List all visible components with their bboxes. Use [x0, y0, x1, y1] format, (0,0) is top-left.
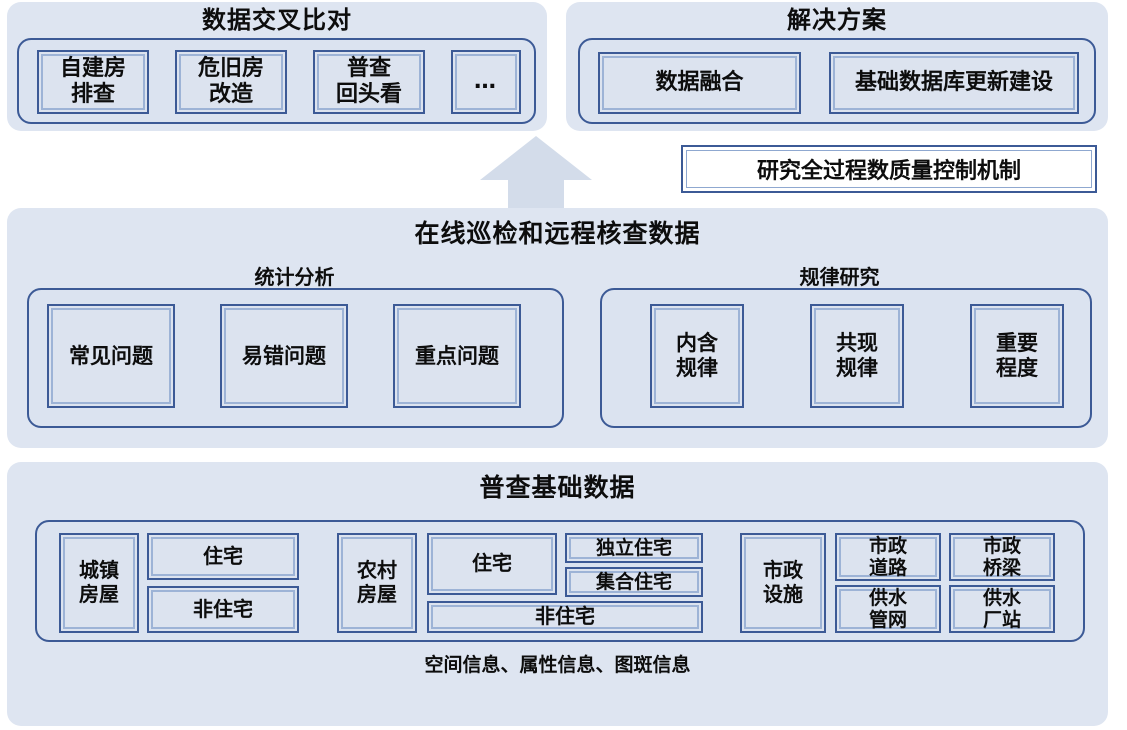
inspection-subtitle-pattern: 规律研究	[799, 265, 880, 289]
cross-compare-item-1-label: 自建房 排查	[41, 54, 145, 110]
rural-detached-house-box[interactable]: 独立住宅	[565, 533, 703, 563]
municipal-facility-label: 市政 设施	[744, 537, 822, 629]
rural-non-residential-label: 非住宅	[431, 604, 699, 629]
municipal-road-box[interactable]: 市政 道路	[835, 533, 941, 581]
cross-compare-item-2-label: 危旧房 改造	[179, 54, 283, 110]
rural-collective-house-label: 集合住宅	[569, 571, 699, 593]
rural-collective-house-box[interactable]: 集合住宅	[565, 567, 703, 597]
cross-compare-item-4[interactable]: …	[451, 50, 521, 114]
panel-solution: 解决方案 数据融合 基础数据库更新建设	[566, 2, 1108, 131]
urban-housing-box[interactable]: 城镇 房屋	[59, 533, 139, 633]
municipal-bridge-label: 市政 桥梁	[953, 535, 1051, 579]
cross-compare-item-2[interactable]: 危旧房 改造	[175, 50, 287, 114]
quality-control-box[interactable]: 研究全过程数质量控制机制	[681, 145, 1097, 193]
rural-housing-label: 农村 房屋	[341, 537, 413, 629]
cross-compare-item-4-label: …	[455, 54, 517, 110]
solution-item-data-fusion-label: 数据融合	[602, 56, 797, 110]
quality-control-inner: 研究全过程数质量控制机制	[686, 150, 1092, 188]
panel-solution-title: 解决方案	[787, 6, 887, 34]
solution-item-db-update[interactable]: 基础数据库更新建设	[829, 52, 1079, 114]
cross-compare-item-1[interactable]: 自建房 排查	[37, 50, 149, 114]
urban-non-residential-box[interactable]: 非住宅	[147, 586, 299, 633]
panel-inspection: 在线巡检和远程核查数据 统计分析 规律研究 常见问题 易错问题 重点问题 内含 …	[7, 208, 1108, 448]
water-supply-network-label: 供水 管网	[839, 587, 937, 631]
inspection-subtitle-statistics: 统计分析	[254, 265, 335, 289]
statistics-item-errorprone-label: 易错问题	[224, 308, 344, 404]
panel-cross-compare-title: 数据交叉比对	[202, 6, 352, 34]
water-plant-station-label: 供水 厂站	[953, 587, 1051, 631]
statistics-item-key[interactable]: 重点问题	[393, 304, 521, 408]
quality-control-label: 研究全过程数质量控制机制	[756, 159, 1021, 184]
solution-item-db-update-label: 基础数据库更新建设	[833, 56, 1075, 110]
cross-compare-item-3-label: 普查 回头看	[317, 54, 421, 110]
cross-compare-group: 自建房 排查 危旧房 改造 普查 回头看 …	[17, 38, 536, 124]
rural-residential-box[interactable]: 住宅	[427, 533, 557, 595]
up-arrow-icon	[480, 136, 592, 210]
municipal-bridge-box[interactable]: 市政 桥梁	[949, 533, 1055, 581]
rural-housing-box[interactable]: 农村 房屋	[337, 533, 417, 633]
statistics-item-errorprone[interactable]: 易错问题	[220, 304, 348, 408]
panel-inspection-title: 在线巡检和远程核查数据	[414, 219, 701, 248]
solution-group: 数据融合 基础数据库更新建设	[578, 38, 1096, 124]
rural-detached-house-label: 独立住宅	[569, 537, 699, 559]
statistics-item-common[interactable]: 常见问题	[47, 304, 175, 408]
water-plant-station-box[interactable]: 供水 厂站	[949, 585, 1055, 633]
solution-item-data-fusion[interactable]: 数据融合	[598, 52, 801, 114]
statistics-group: 常见问题 易错问题 重点问题	[27, 288, 564, 428]
municipal-road-label: 市政 道路	[839, 535, 937, 579]
cross-compare-item-3[interactable]: 普查 回头看	[313, 50, 425, 114]
municipal-facility-box[interactable]: 市政 设施	[740, 533, 826, 633]
census-base-group: 城镇 房屋 住宅 非住宅 农村 房屋 住宅 独立住宅 集合住宅 非住宅 市政 设…	[35, 520, 1085, 642]
water-supply-network-box[interactable]: 供水 管网	[835, 585, 941, 633]
panel-cross-compare: 数据交叉比对 自建房 排查 危旧房 改造 普查 回头看 …	[7, 2, 547, 131]
urban-residential-label: 住宅	[151, 537, 295, 576]
panel-census-base-title: 普查基础数据	[479, 473, 636, 502]
pattern-group: 内含 规律 共现 规律 重要 程度	[600, 288, 1092, 428]
urban-residential-box[interactable]: 住宅	[147, 533, 299, 580]
urban-non-residential-label: 非住宅	[151, 590, 295, 629]
rural-residential-label: 住宅	[431, 537, 553, 591]
pattern-item-cooccurrence-label: 共现 规律	[814, 308, 900, 404]
panel-census-base: 普查基础数据 城镇 房屋 住宅 非住宅 农村 房屋 住宅 独立住宅 集合住宅 非…	[7, 462, 1108, 726]
pattern-item-implicit-label: 内含 规律	[654, 308, 740, 404]
rural-non-residential-box[interactable]: 非住宅	[427, 601, 703, 633]
statistics-item-common-label: 常见问题	[51, 308, 171, 404]
census-base-caption: 空间信息、属性信息、图斑信息	[424, 654, 691, 676]
pattern-item-importance-label: 重要 程度	[974, 308, 1060, 404]
pattern-item-importance[interactable]: 重要 程度	[970, 304, 1064, 408]
pattern-item-implicit[interactable]: 内含 规律	[650, 304, 744, 408]
pattern-item-cooccurrence[interactable]: 共现 规律	[810, 304, 904, 408]
urban-housing-label: 城镇 房屋	[63, 537, 135, 629]
statistics-item-key-label: 重点问题	[397, 308, 517, 404]
